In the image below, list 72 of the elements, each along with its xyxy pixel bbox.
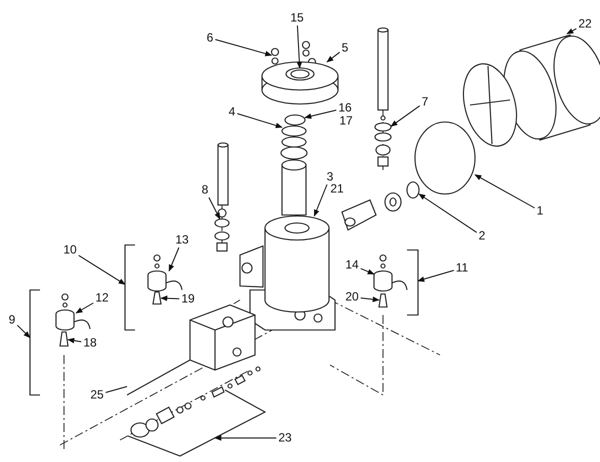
- leader-line: [418, 194, 478, 233]
- motor-drawing: [504, 34, 600, 141]
- callout-number: 25: [89, 388, 105, 402]
- callout-number: 2: [478, 230, 486, 242]
- solenoid-coil: [373, 270, 408, 292]
- bracket: [124, 244, 135, 331]
- callout-number: 14: [344, 258, 360, 272]
- bushing: [406, 181, 420, 199]
- callout-number: 3: [326, 170, 334, 184]
- seal-ring: [284, 114, 306, 126]
- solenoid-coil: [55, 309, 91, 331]
- valve-cartridge: [59, 331, 69, 347]
- callout-number: 7: [420, 96, 430, 108]
- leader-line: [360, 296, 380, 302]
- callout-number: 21: [329, 182, 345, 196]
- leader-line: [208, 197, 220, 220]
- callout-number: 10: [62, 244, 78, 256]
- leader-line: [390, 105, 420, 127]
- bracket: [407, 249, 419, 316]
- callout-number: 5: [340, 42, 350, 54]
- callout-number: 15: [289, 12, 305, 24]
- callout-number: 6: [206, 32, 214, 44]
- leader-line: [304, 110, 337, 119]
- end-plate: [462, 63, 518, 147]
- gasket-ring: [414, 121, 476, 195]
- leader-line: [236, 113, 283, 128]
- callout-number: 8: [200, 184, 210, 196]
- leader-line: [314, 184, 328, 217]
- washer: [374, 122, 392, 142]
- o-ring: [280, 146, 308, 160]
- valve-cartridge: [152, 291, 162, 305]
- cylinder-tube: [281, 159, 307, 216]
- callout-number: 19: [180, 292, 196, 306]
- callout-number: 22: [577, 18, 593, 30]
- seal-ring: [285, 67, 315, 81]
- leader-line: [76, 302, 94, 314]
- washer: [214, 218, 230, 228]
- callout-number: 20: [344, 290, 360, 304]
- leader-line: [214, 435, 277, 441]
- callout-number: 13: [174, 234, 190, 246]
- leader-line: [78, 254, 126, 285]
- leader-line: [16, 324, 30, 338]
- leader-line: [417, 270, 454, 282]
- leader-line: [566, 28, 577, 34]
- leader-line: [214, 39, 272, 56]
- callout-number: 18: [82, 336, 98, 350]
- o-ring: [281, 125, 307, 137]
- bracket: [128, 390, 266, 457]
- nut: [270, 48, 280, 65]
- callout-number: 4: [228, 106, 236, 118]
- leader-line: [105, 386, 128, 393]
- callout-number: 12: [94, 292, 110, 304]
- leader-line: [326, 52, 340, 62]
- leader-line: [360, 268, 375, 275]
- callout-number: 1: [536, 204, 544, 218]
- leader-line: [168, 247, 180, 272]
- callout-number: 16: [337, 102, 353, 114]
- callout-number: 9: [8, 314, 16, 326]
- solenoid-coil: [147, 270, 183, 292]
- callout-number: 23: [277, 432, 293, 444]
- o-ring: [281, 136, 307, 148]
- pump-housing: [239, 245, 264, 288]
- bracket: [126, 360, 190, 396]
- pump-body: [264, 215, 330, 313]
- leader-line: [160, 296, 180, 302]
- leader-line: [67, 338, 82, 344]
- leader-line: [296, 25, 302, 69]
- bracket: [29, 289, 40, 396]
- valve-cartridge: [378, 293, 388, 308]
- callout-number: 11: [454, 262, 470, 274]
- callout-number: 17: [338, 114, 354, 128]
- leader-line: [474, 174, 536, 208]
